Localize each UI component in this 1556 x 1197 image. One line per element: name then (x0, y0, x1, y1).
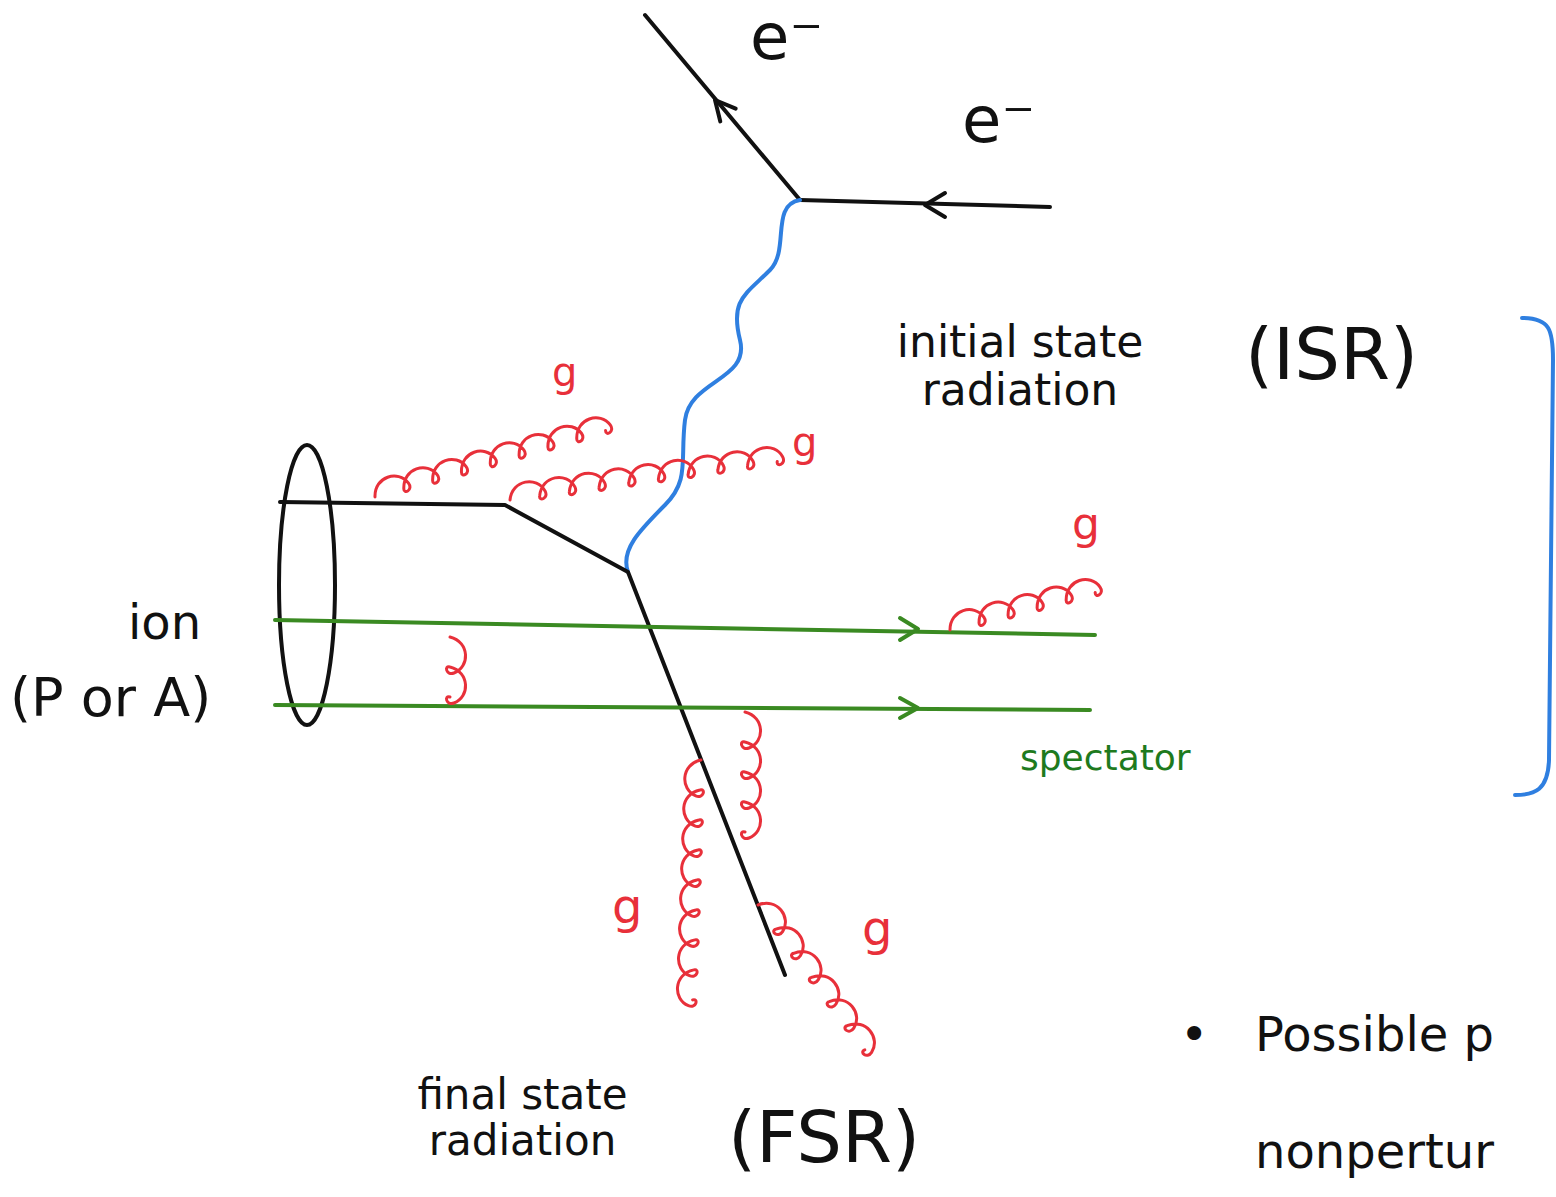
note-text: nonpertur (1255, 1125, 1494, 1178)
particle-label: e⁻ (750, 2, 823, 72)
ion-label: (P or A) (10, 668, 211, 727)
gluon-line (677, 759, 705, 1006)
annotation: (ISR) (1245, 315, 1418, 394)
gluon-label: g (1072, 500, 1100, 548)
annotation: final state radiation (350, 1072, 695, 1164)
arrow-head (900, 698, 918, 718)
ion-ellipse (279, 445, 335, 725)
curly-bracket (1515, 318, 1553, 795)
gluon-line (508, 445, 784, 503)
arrow-head (715, 100, 736, 121)
illustration-group (275, 15, 1553, 1057)
gluon-label: g (612, 880, 642, 933)
gluon-label: g (792, 420, 817, 464)
arrow-head (925, 193, 945, 217)
spectator-line (275, 705, 1090, 710)
ion-label: ion (128, 596, 201, 649)
spectator-line (275, 620, 1095, 635)
gluon-line (447, 637, 466, 704)
gluon-line (742, 712, 761, 839)
gluon-line (946, 576, 1102, 634)
spectator-label: spectator (1020, 738, 1191, 778)
bullet: • (1180, 1008, 1208, 1061)
photon-line (626, 200, 800, 572)
arrow-head (900, 618, 918, 640)
gluon-group (371, 414, 1103, 1057)
annotation: initial state radiation (845, 318, 1195, 415)
gluon-label: g (862, 902, 892, 955)
particle-label: e⁻ (962, 85, 1035, 155)
note-text: Possible p (1255, 1008, 1494, 1061)
annotation: (FSR) (728, 1098, 920, 1177)
gluon-label: g (552, 350, 577, 394)
quark-line (280, 502, 785, 975)
